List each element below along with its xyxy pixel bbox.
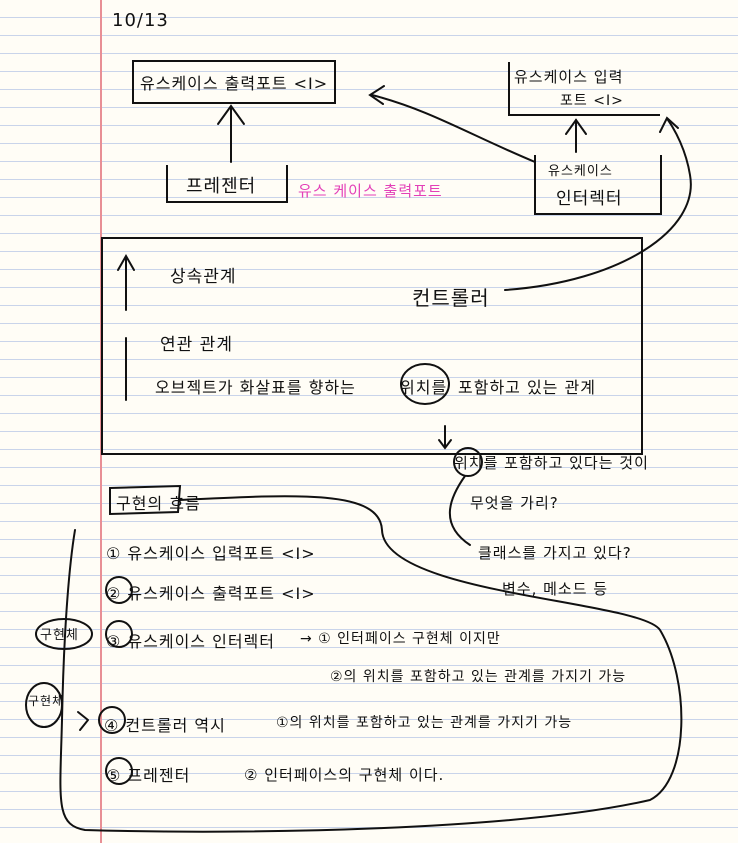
circle-mark (105, 620, 133, 648)
flow-item-note: → ① 인터페이스 구현체 이지만 (300, 631, 501, 647)
page-date: 10/13 (112, 10, 169, 31)
side-note-line: 무엇을 가리? (470, 494, 559, 512)
presenter-box (166, 165, 288, 203)
flow-outline (77, 711, 89, 731)
side-note-line: 변수, 메소드 등 (502, 580, 609, 598)
side-note-curve (448, 475, 471, 546)
association-desc: 포함하고 있는 관계 (458, 378, 596, 397)
circle-mark (98, 706, 126, 734)
controller-to-input-arrow (504, 119, 692, 291)
circle-mark (400, 363, 450, 405)
flow-item: ③ 유스케이스 인터렉터 (106, 632, 275, 651)
flow-item: ⑤ 프레젠터 (106, 766, 191, 785)
output-port-label: 유스케이스 출력포트 <I> (140, 74, 329, 93)
circle-mark (105, 757, 133, 785)
output-port-box (132, 60, 336, 104)
flow-outline (109, 484, 182, 516)
flow-item-note: ② 인터페이스의 구현체 이다. (244, 766, 445, 784)
flow-item-note: ①의 위치를 포함하고 있는 관계를 가지기 가능 (276, 715, 573, 731)
input-port-label: 포트 <I> (560, 93, 624, 109)
presenter-label: 프레젠터 (186, 176, 257, 197)
presenter-note: 유스 케이스 출력포트 (298, 182, 443, 200)
flow-outline (59, 495, 683, 833)
association-desc: 오브젝트가 화살표를 향하는 (155, 378, 356, 397)
legend-box (101, 237, 643, 455)
input-port-box (508, 62, 660, 116)
interactor-box (534, 155, 662, 215)
flow-item: ④ 컨트롤러 역시 (104, 716, 226, 735)
side-note-line: 위치를 포함하고 있다는 것이 (454, 454, 649, 472)
input-port-label: 유스케이스 입력 (514, 68, 624, 86)
interactor-label: 유스케이스 (548, 164, 613, 179)
flow-item-note: ②의 위치를 포함하고 있는 관계를 가지기 가능 (330, 669, 627, 685)
impl-tag: 구현체 (28, 694, 65, 708)
association-label: 연관 관계 (160, 335, 233, 355)
circle-mark (453, 447, 483, 477)
association-desc-circled: 위치를 (400, 378, 448, 397)
flow-title: 구현의 흐름 (116, 494, 201, 513)
inheritance-label: 상속관계 (170, 267, 237, 287)
flow-item: ② 유스케이스 출력포트 <I> (106, 584, 316, 603)
circle-mark (105, 576, 133, 604)
impl-tag: 구현체 (40, 628, 79, 643)
interactor-label: 인터렉터 (556, 189, 623, 209)
controller-label: 컨트롤러 (412, 286, 490, 310)
flow-item: ① 유스케이스 입력포트 <I> (106, 544, 316, 563)
interactor-to-output-arrow (371, 94, 536, 163)
side-note-line: 클래스를 가지고 있다? (478, 544, 632, 562)
